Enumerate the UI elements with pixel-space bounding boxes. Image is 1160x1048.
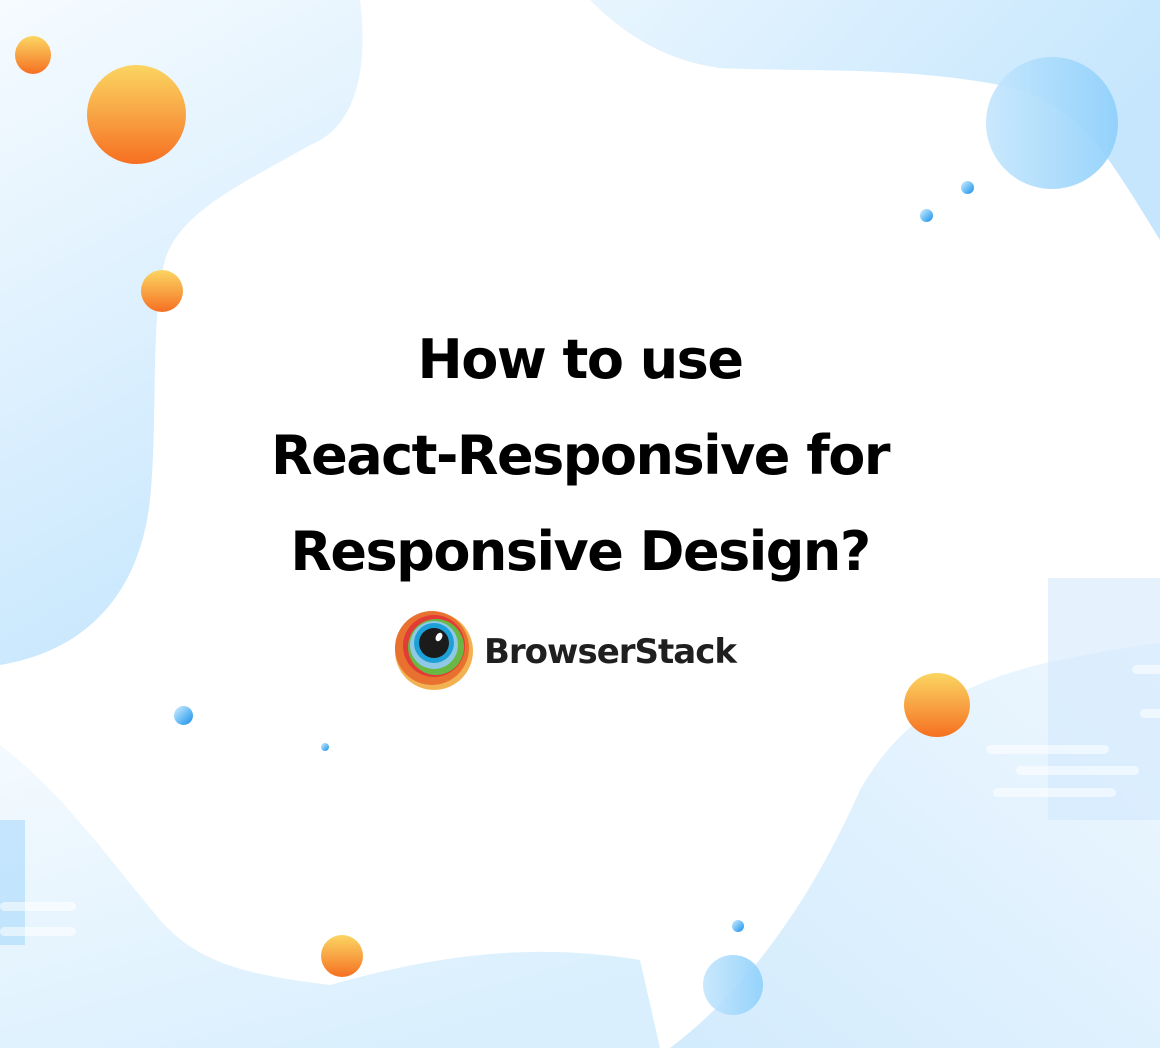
decorative-bar: [0, 902, 76, 911]
brand-name: BrowserStack: [484, 632, 737, 672]
orange-orb-icon: [321, 935, 363, 977]
decorative-bar: [1140, 709, 1160, 718]
page-title: How to use React-Responsive for Responsi…: [0, 312, 1160, 600]
decorative-bar: [986, 745, 1109, 754]
browserstack-eye-logo-icon: [395, 611, 473, 690]
orange-orb-icon: [15, 36, 51, 74]
title-line-3: Responsive Design?: [290, 520, 871, 583]
orange-orb-icon: [904, 673, 970, 737]
blue-dot-icon: [961, 181, 974, 194]
decorative-bar: [993, 788, 1116, 797]
blue-dot-icon: [174, 706, 193, 725]
title-line-1: How to use: [417, 328, 744, 391]
decorative-bar: [1016, 766, 1139, 775]
decorative-bar: [1132, 665, 1160, 674]
title-line-2: React-Responsive for: [271, 424, 890, 487]
blue-dot-icon: [920, 209, 933, 222]
blue-dot-icon: [321, 743, 329, 751]
orange-orb-icon: [87, 65, 186, 164]
orange-orb-icon: [141, 270, 183, 312]
blue-dot-icon: [732, 920, 744, 932]
decorative-bar: [0, 927, 76, 936]
blue-circle-icon: [703, 955, 763, 1015]
blue-circle-icon: [986, 57, 1118, 189]
